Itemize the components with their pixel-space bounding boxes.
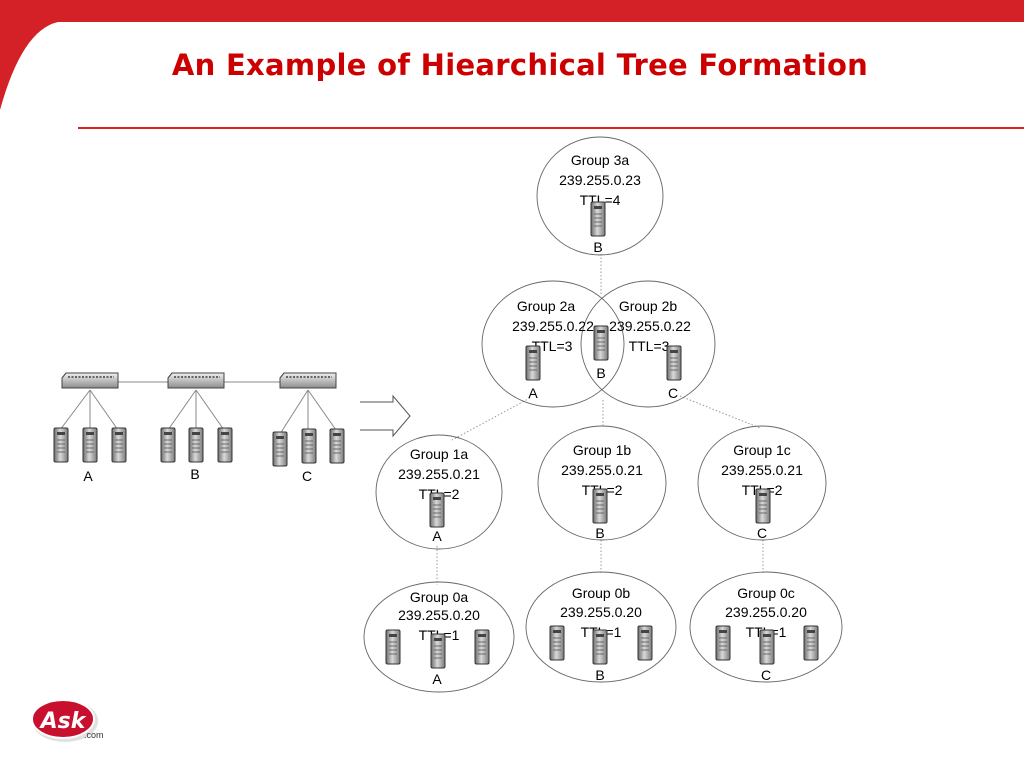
group-1a-host: A <box>432 528 442 544</box>
group-1c-host: C <box>757 525 767 541</box>
group-0c-host: C <box>761 667 771 683</box>
group-2a-ttl: TTL=3 <box>532 338 573 354</box>
corner-band <box>0 0 1024 110</box>
group-0b-name: Group 0b <box>572 585 631 601</box>
group-circle-2b <box>580 280 716 408</box>
group-3a-ttl: TTL=4 <box>580 192 621 208</box>
group-2b-name: Group 2b <box>619 298 678 314</box>
server-icon <box>429 492 445 528</box>
group-2a-host: A <box>528 385 538 401</box>
server-icon <box>755 488 771 524</box>
group-3a-address: 239.255.0.23 <box>559 172 641 188</box>
group-1b-address: 239.255.0.21 <box>561 462 643 478</box>
server-icon <box>272 431 288 467</box>
server-icon <box>715 625 731 661</box>
server-icon <box>217 427 233 463</box>
server-icon <box>525 345 541 381</box>
network-label-a: A <box>83 468 93 484</box>
group-circle-3a <box>536 136 664 256</box>
group-2-shared-host: B <box>596 365 605 381</box>
group-circle-1c <box>697 425 827 541</box>
server-icon <box>53 427 69 463</box>
server-icon <box>160 427 176 463</box>
group-circle-0b <box>525 571 677 683</box>
switch-c-icon <box>279 372 337 389</box>
group-0c-name: Group 0c <box>737 585 795 601</box>
tree-connectors <box>436 254 764 585</box>
group-2b-address: 239.255.0.22 <box>609 318 691 334</box>
group-1c-address: 239.255.0.21 <box>721 462 803 478</box>
server-icon <box>188 427 204 463</box>
server-icon <box>82 427 98 463</box>
slide-title: An Example of Hiearchical Tree Formation <box>171 48 869 82</box>
server-icon <box>592 629 608 665</box>
switch-a-icon <box>61 372 119 389</box>
group-0b-address: 239.255.0.20 <box>560 604 642 620</box>
group-0c-address: 239.255.0.20 <box>725 604 807 620</box>
transform-arrow-icon <box>360 394 411 438</box>
group-circle-2a <box>481 280 625 408</box>
group-3a-host: B <box>593 239 602 255</box>
group-1b-name: Group 1b <box>573 442 632 458</box>
group-circle-1a <box>375 434 503 550</box>
network-label-b: B <box>190 466 199 482</box>
group-2b-ttl: TTL=3 <box>629 338 670 354</box>
server-icon <box>803 625 819 661</box>
group-circle-0c <box>689 571 843 683</box>
ask-logo: Ask <box>31 699 98 742</box>
group-2a-name: Group 2a <box>517 298 576 314</box>
ask-logo-text: Ask <box>39 709 87 734</box>
group-0b-host: B <box>595 667 604 683</box>
server-icon <box>430 633 446 669</box>
network-label-c: C <box>302 468 312 484</box>
server-icon <box>590 201 606 237</box>
group-0a-address: 239.255.0.20 <box>398 607 480 623</box>
group-2a-address: 239.255.0.22 <box>512 318 594 334</box>
server-icon <box>759 629 775 665</box>
title-divider <box>78 127 1024 129</box>
server-icon <box>385 629 401 665</box>
group-circle-1b <box>537 425 667 541</box>
group-2b-host: C <box>668 385 678 401</box>
ask-logo-suffix: .com <box>84 730 104 740</box>
server-icon <box>329 428 345 464</box>
server-icon <box>666 345 682 381</box>
server-icon <box>301 428 317 464</box>
switch-b-icon <box>167 372 225 389</box>
server-icon <box>474 629 490 665</box>
server-icon <box>592 488 608 524</box>
group-1c-name: Group 1c <box>733 442 791 458</box>
group-circle-0a <box>363 581 515 693</box>
group-1b-host: B <box>595 525 604 541</box>
group-1a-address: 239.255.0.21 <box>398 466 480 482</box>
server-icon <box>593 325 609 361</box>
group-circles <box>363 136 843 693</box>
server-icon <box>111 427 127 463</box>
group-3a-name: Group 3a <box>571 152 630 168</box>
group-0a-name: Group 0a <box>410 589 469 605</box>
group-1a-name: Group 1a <box>410 446 469 462</box>
group-0a-host: A <box>432 671 442 687</box>
left-servers <box>53 427 345 467</box>
server-icon <box>637 625 653 661</box>
server-icon <box>549 625 565 661</box>
network-links <box>59 381 337 435</box>
